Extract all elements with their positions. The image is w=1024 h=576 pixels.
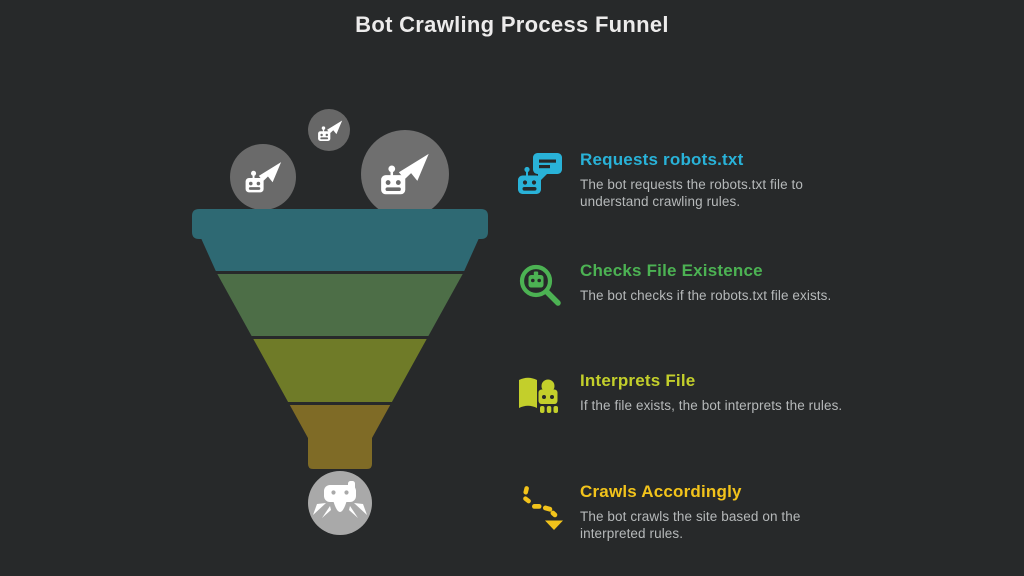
- step-title: Crawls Accordingly: [580, 482, 742, 501]
- crawler-bot-circle: [308, 471, 372, 535]
- robot-chat-icon: [517, 152, 565, 200]
- robot-search-icon: [517, 263, 565, 311]
- step-list: Requests robots.txt The bot requests the…: [517, 0, 857, 576]
- funnel-stage-3: [253, 339, 427, 402]
- step-title: Interprets File: [580, 371, 696, 390]
- incoming-bot-bubble-large: [361, 130, 449, 218]
- page-title: Bot Crawling Process Funnel: [355, 12, 669, 37]
- step-text-block: Interprets File If the file exists, the …: [580, 371, 848, 415]
- funnel-stage-1: [192, 209, 488, 271]
- step-description: The bot checks if the robots.txt file ex…: [580, 288, 832, 303]
- step-text-block: Checks File Existence The bot checks if …: [580, 261, 848, 305]
- funnel-stage-2: [217, 274, 463, 336]
- step-checks-file-existence: Checks File Existence The bot checks if …: [517, 261, 848, 311]
- funnel-stage-4: [289, 405, 391, 469]
- step-title: Requests robots.txt: [580, 150, 744, 169]
- step-requests-robots-txt: Requests robots.txt The bot requests the…: [517, 150, 848, 210]
- step-text-block: Crawls Accordingly The bot crawls the si…: [580, 482, 848, 542]
- step-description: The bot requests the robots.txt file to …: [580, 177, 804, 209]
- incoming-bot-bubble-small: [308, 109, 350, 151]
- step-crawls-accordingly: Crawls Accordingly The bot crawls the si…: [517, 482, 848, 542]
- step-text-block: Requests robots.txt The bot requests the…: [580, 150, 848, 210]
- step-title: Checks File Existence: [580, 261, 763, 280]
- step-interprets-file: Interprets File If the file exists, the …: [517, 371, 848, 421]
- incoming-bot-bubble-medium: [230, 144, 296, 210]
- step-description: If the file exists, the bot interprets t…: [580, 398, 843, 413]
- book-robot-icon: [517, 373, 565, 421]
- crawl-path-icon: [517, 484, 565, 532]
- step-description: The bot crawls the site based on the int…: [580, 509, 801, 541]
- spider-bot-icon: [313, 481, 367, 518]
